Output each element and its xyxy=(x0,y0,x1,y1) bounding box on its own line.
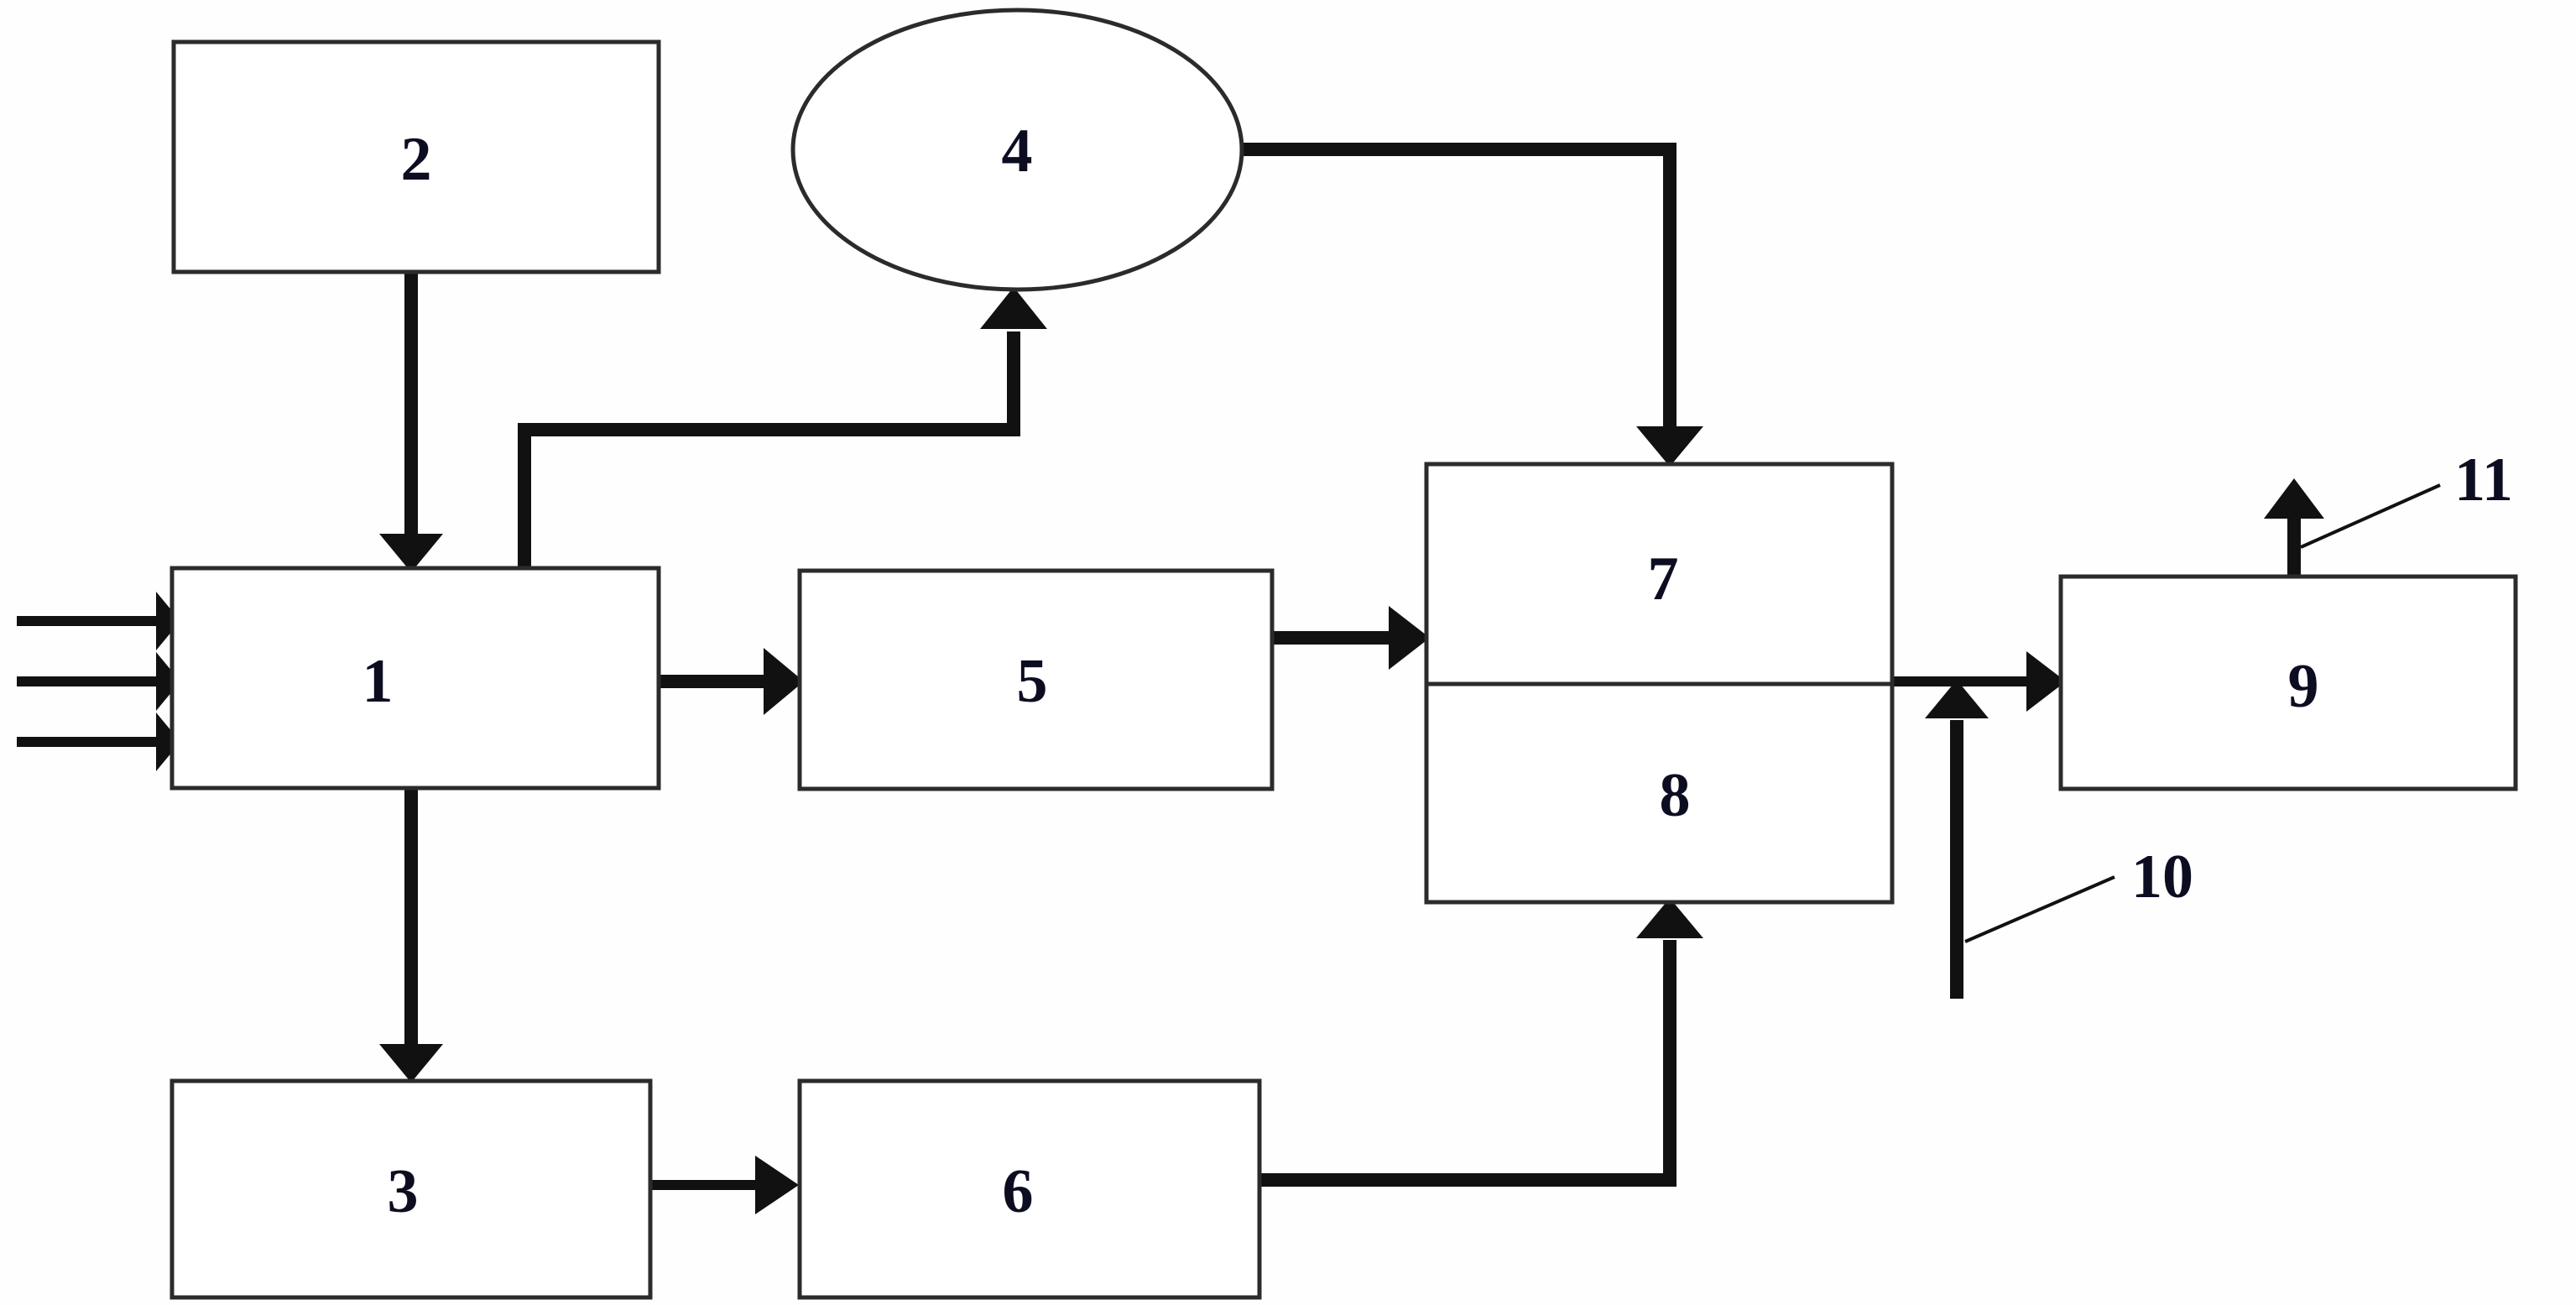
node-label-6: 6 xyxy=(1003,1157,1034,1226)
node-box-1[interactable]: 1 xyxy=(169,566,661,791)
connector-1-to-3 xyxy=(379,788,443,1083)
callout-11: 11 xyxy=(2300,446,2513,549)
node-box-6[interactable]: 6 xyxy=(797,1078,1262,1300)
connector-inlet-1 xyxy=(17,592,180,650)
callout-10: 10 xyxy=(1964,843,2193,943)
connector-4-to-7 xyxy=(1242,143,1703,467)
node-box-9[interactable]: 9 xyxy=(2058,574,2518,791)
node-box-7[interactable]: 7 xyxy=(1424,462,1895,686)
node-label-2: 2 xyxy=(401,125,432,194)
node-label-1: 1 xyxy=(362,647,394,716)
connector-2-to-1 xyxy=(379,272,443,572)
node-label-7: 7 xyxy=(1648,545,1679,613)
connector-5-to-7 xyxy=(1272,606,1430,670)
connector-3-to-6 xyxy=(650,1156,799,1214)
connector-inlet-2 xyxy=(17,652,180,711)
connector-1-to-5 xyxy=(659,648,804,715)
node-label-8: 8 xyxy=(1660,761,1691,830)
node-label-3: 3 xyxy=(388,1157,419,1226)
node-box-3[interactable]: 3 xyxy=(169,1078,653,1300)
connector-inlet-10 xyxy=(1925,680,1989,999)
connector-1-to-4 xyxy=(518,287,1047,568)
node-label-5: 5 xyxy=(1017,647,1048,716)
callout-label-11: 11 xyxy=(2454,446,2513,514)
connector-78-to-9 xyxy=(1892,651,2066,712)
node-label-9: 9 xyxy=(2288,652,2319,721)
connector-6-to-8 xyxy=(1259,898,1703,1187)
node-box-5[interactable]: 5 xyxy=(797,568,1275,791)
callout-label-10: 10 xyxy=(2131,843,2193,911)
leader-line-10 xyxy=(1964,875,2115,943)
leader-line-11 xyxy=(2300,483,2441,549)
node-box-2[interactable]: 2 xyxy=(171,39,661,274)
connector-outlet-11 xyxy=(2264,478,2324,577)
node-ellipse-4[interactable]: 4 xyxy=(790,8,1244,292)
node-label-4: 4 xyxy=(1002,117,1033,185)
connector-inlet-3 xyxy=(17,713,180,771)
node-box-8[interactable]: 8 xyxy=(1424,681,1895,905)
